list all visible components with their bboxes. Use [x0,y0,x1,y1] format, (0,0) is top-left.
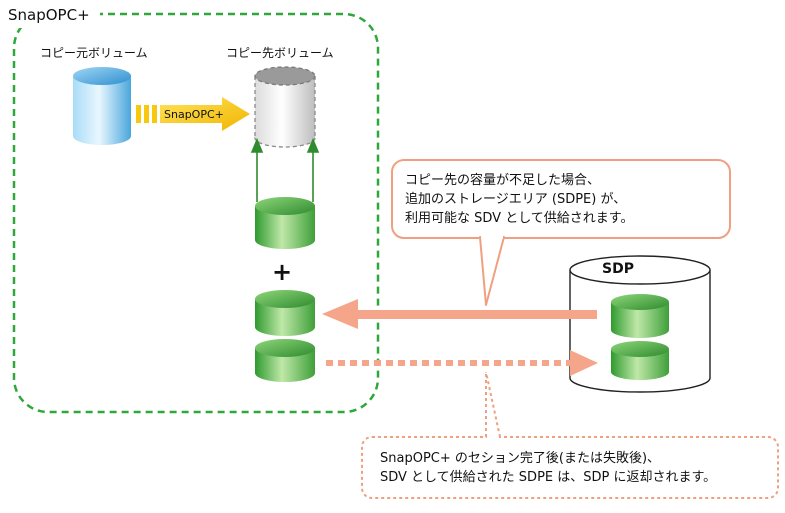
callout-top-line-1: コピー先の容量が不足した場合、 [405,173,601,188]
snapopc-frame [12,12,380,414]
up-arrows [250,137,320,202]
plus-sign: + [272,258,293,286]
sdpe-cylinder-left-1 [255,290,315,336]
callout-top-text: コピー先の容量が不足した場合、 追加のストレージエリア (SDPE) が、 利用… [405,171,634,228]
callout-bottom-line-1: SnapOPC+ のセション完了後(または失敗後)、 [380,451,661,466]
diagram-title: SnapOPC+ [8,6,90,24]
return-arrow [326,350,598,376]
copy-arrow [136,97,250,131]
callout-bottom-text: SnapOPC+ のセション完了後(または失敗後)、 SDV として供給された … [380,449,716,487]
sdp-pool-label: SDP [602,261,634,277]
callout-top-line-3: 利用可能な SDV として供給されます。 [405,211,634,226]
sdv-cylinder-1 [255,197,315,249]
callout-top-bubble [391,159,731,306]
copy-arrow-label: SnapOPC+ [164,108,224,121]
target-volume-cylinder [254,66,316,148]
sdpe-cylinder-left-2 [255,339,315,382]
callout-bottom-bubble [361,371,779,499]
source-volume-cylinder [73,67,131,145]
callout-top-line-2: 追加のストレージエリア (SDPE) が、 [405,192,627,207]
sdp-cylinder-1 [611,294,669,338]
source-volume-label: コピー元ボリューム [40,46,148,60]
supply-arrow [322,299,597,329]
sdp-cylinder-2 [611,341,669,380]
target-volume-label: コピー先ボリューム [226,46,334,60]
callout-bottom-line-2: SDV として供給された SDPE は、SDP に返却されます。 [380,470,717,485]
